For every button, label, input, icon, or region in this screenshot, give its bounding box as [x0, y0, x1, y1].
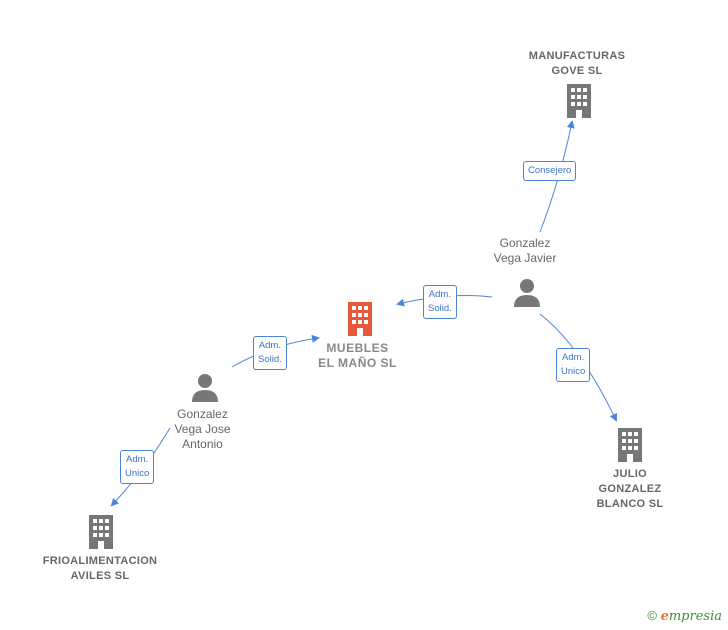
building-icon-manufacturas — [567, 84, 591, 118]
person-icon-javier — [514, 279, 540, 307]
person-icon-jose — [192, 374, 218, 402]
edge-label-jose-frio[interactable]: Adm. Unico — [120, 450, 155, 484]
edge-label-javier-muebles[interactable]: Adm. Solid. — [423, 285, 457, 319]
building-icon-frioalimentacion — [89, 515, 113, 549]
person-label-jose[interactable]: Gonzalez Vega Jose Antonio — [174, 407, 231, 451]
building-icon-muebles — [348, 302, 372, 336]
company-label-manufacturas[interactable]: MANUFACTURAS GOVE SL — [528, 50, 626, 77]
brand-logo[interactable]: empresia — [661, 609, 722, 624]
edge-label-jose-muebles[interactable]: Adm. Solid. — [253, 336, 287, 370]
brand-initial: e — [660, 609, 669, 624]
company-label-frioalimentacion[interactable]: FRIOALIMENTACION AVILES SL — [42, 555, 158, 582]
copyright-footer: © empresia — [647, 608, 722, 624]
company-label-muebles[interactable]: MUEBLES EL MAÑO SL — [318, 341, 397, 370]
edge-label-consejero[interactable]: Consejero — [523, 161, 577, 181]
brand-name: mpresia — [668, 609, 722, 624]
edge-label-javier-julio[interactable]: Adm. Unico — [556, 348, 591, 382]
person-label-javier[interactable]: Gonzalez Vega Javier — [493, 236, 557, 265]
company-label-julio[interactable]: JULIO GONZALEZ BLANCO SL — [596, 468, 664, 510]
copyright-symbol: © — [647, 608, 657, 623]
building-icon-julio — [618, 428, 642, 462]
